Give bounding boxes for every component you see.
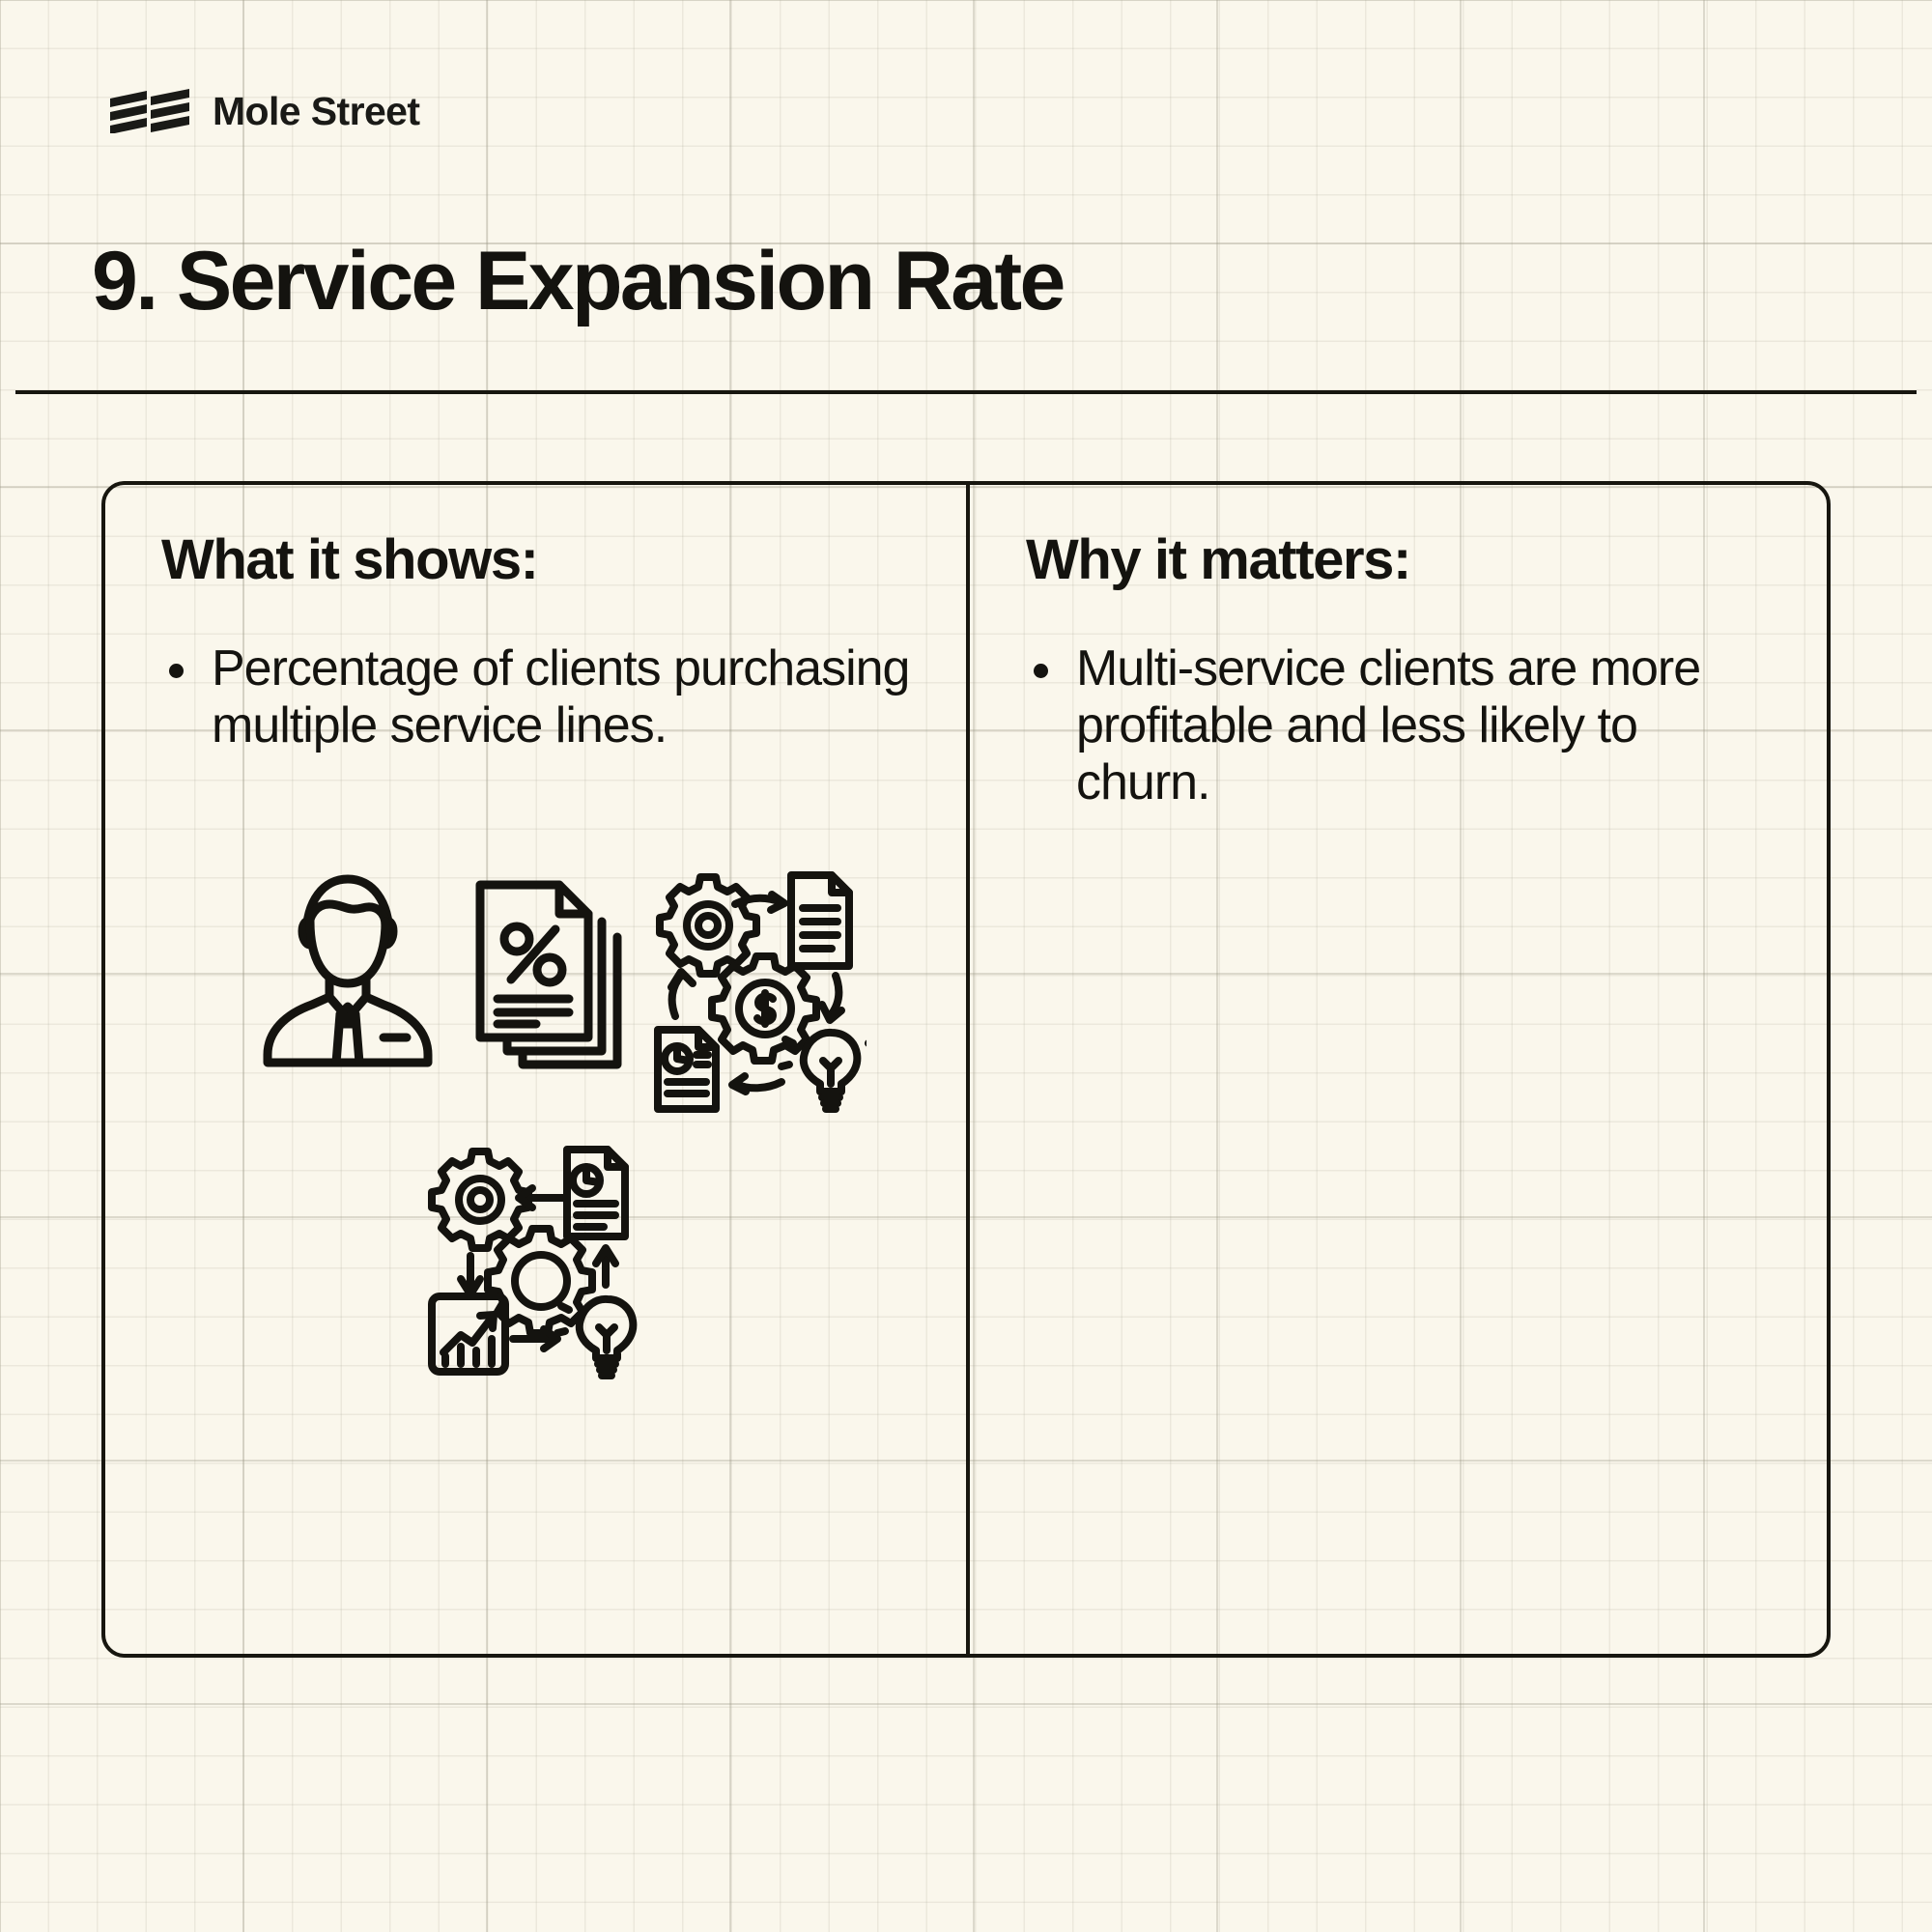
gear-chart-document-lightbulb-cycle-icon [420, 1138, 905, 1379]
page-title: 9. Service Expansion Rate [92, 235, 1065, 327]
illustration-row-top [161, 862, 905, 1113]
column-heading-why-it-matters: Why it matters: [1025, 528, 1411, 591]
list-item: Multi-service clients are more profitabl… [1026, 640, 1771, 812]
businessman-avatar-icon [246, 862, 449, 1069]
bullet-list-why-it-matters: Multi-service clients are more profitabl… [1026, 640, 1771, 812]
percentage-documents-stack-icon [467, 862, 629, 1069]
mole-street-stripes-logo-icon [108, 89, 191, 133]
brand-name: Mole Street [213, 88, 420, 133]
column-why-it-matters: Why it matters: Multi-service clients ar… [965, 485, 1827, 1654]
gear-document-dollar-lightbulb-cycle-icon [646, 862, 867, 1113]
illustration-group [161, 862, 905, 1379]
info-card: What it shows: Percentage of clients pur… [101, 481, 1831, 1658]
brand-lockup: Mole Street [108, 88, 420, 133]
bullet-list-what-it-shows: Percentage of clients purchasing multipl… [161, 640, 910, 755]
column-heading-what-it-shows: What it shows: [161, 528, 539, 591]
title-divider [15, 390, 1917, 394]
illustration-row-bottom [161, 1138, 905, 1379]
column-what-it-shows: What it shows: Percentage of clients pur… [105, 485, 966, 1654]
list-item: Percentage of clients purchasing multipl… [161, 640, 910, 755]
